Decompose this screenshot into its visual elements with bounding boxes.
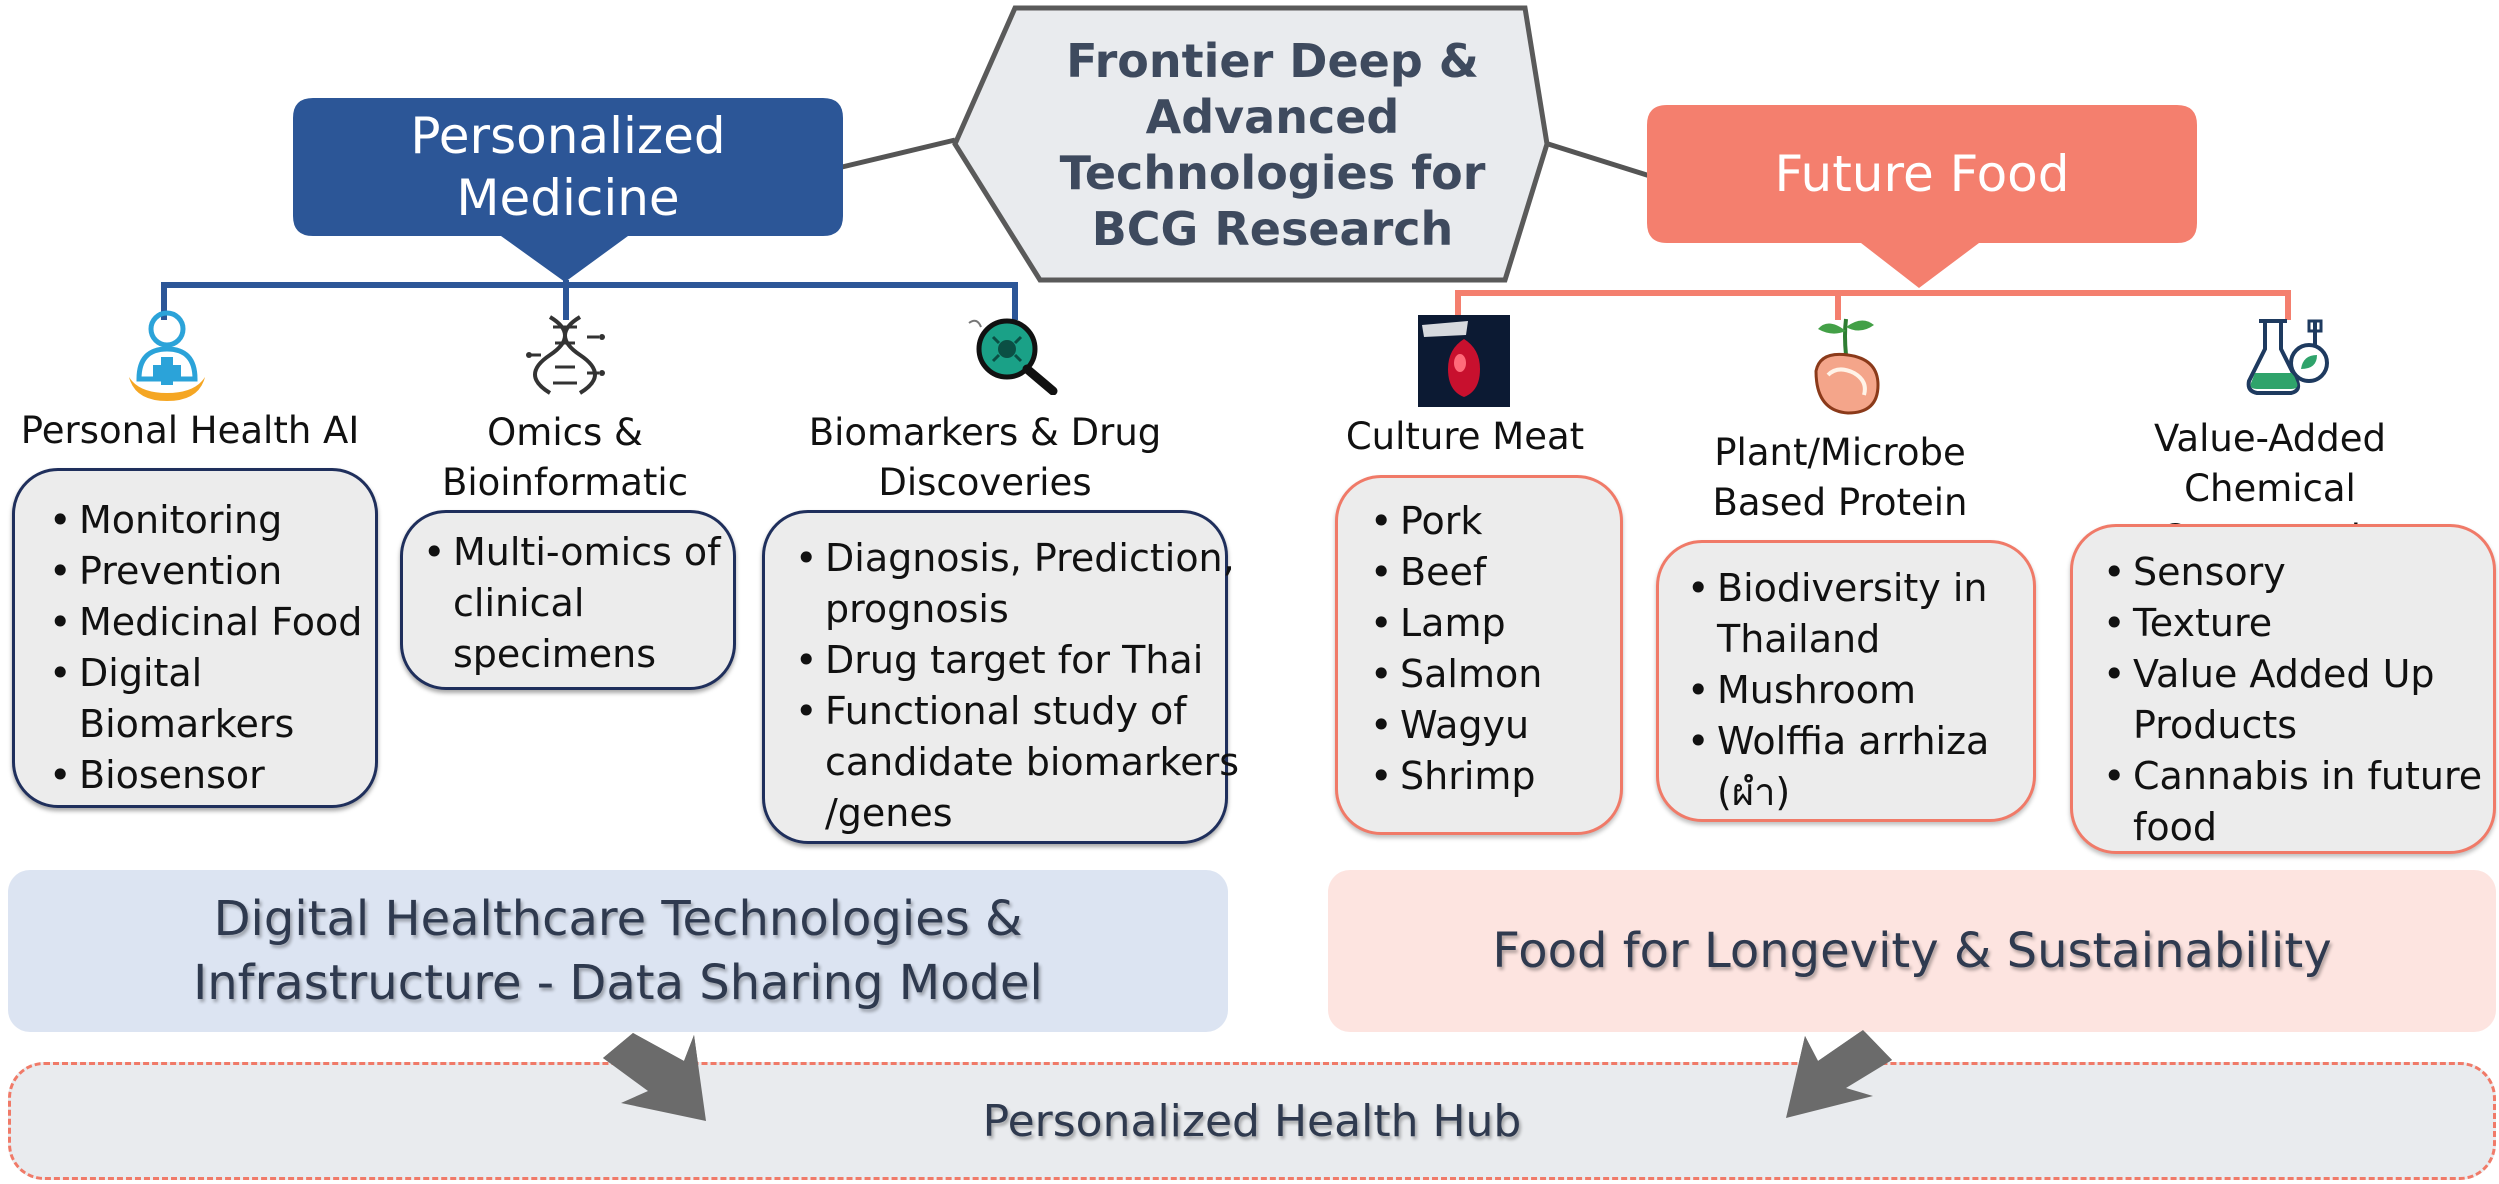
list-item: Lamp xyxy=(1370,598,1610,649)
food-tree-line xyxy=(1455,290,2291,320)
medicine-header: Personalized Medicine xyxy=(410,107,726,227)
connector-center-medicine xyxy=(841,137,956,170)
food-header-shape xyxy=(1647,105,2197,288)
list-item: Beef xyxy=(1370,547,1610,598)
band-digital-healthcare: Digital Healthcare Technologies & Infras… xyxy=(8,870,1228,1032)
plant-protein-icon xyxy=(1814,318,1880,415)
list-item: Drug target for Thai xyxy=(795,635,1215,686)
connector-center-food xyxy=(1544,140,1651,179)
chemistry-leaf-icon xyxy=(2246,319,2329,395)
list-item: Biosensor xyxy=(49,750,365,801)
list-item: Functional study of candidate biomarkers… xyxy=(795,686,1245,839)
list-item: Wagyu xyxy=(1370,700,1610,751)
card-value-added: Sensory Texture Value Added Up Products … xyxy=(2070,524,2496,854)
column-title-culture-meat: Culture Meat xyxy=(1345,415,1585,458)
card-plant-protein: Biodiversity in Thailand Mushroom Wolffi… xyxy=(1656,540,2036,822)
center-hexagon xyxy=(952,5,1550,283)
list-item: Texture xyxy=(2103,598,2483,649)
list-item: Monitoring xyxy=(49,495,365,546)
column-title-personal-health-ai: Personal Health AI xyxy=(20,409,360,452)
meat-culture-icon xyxy=(1418,315,1510,407)
center-title: Frontier Deep & Advanced Technologies fo… xyxy=(1059,34,1486,256)
list-item: Multi-omics of clinical specimens xyxy=(423,527,743,680)
list-item: Mushroom xyxy=(1687,665,2023,716)
list-item: Prevention xyxy=(49,546,365,597)
dna-icon xyxy=(526,315,605,395)
list-item: Sensory xyxy=(2103,547,2483,598)
column-title-omics: Omics & Bioinformatic xyxy=(441,411,689,504)
card-personal-health-ai: Monitoring Prevention Medicinal Food Dig… xyxy=(12,468,378,808)
band-food-longevity: Food for Longevity & Sustainability xyxy=(1328,870,2496,1032)
medicine-header-shape xyxy=(293,98,843,282)
column-title-biomarkers: Biomarkers & Drug Discoveries xyxy=(808,411,1162,504)
list-item: Medicinal Food xyxy=(49,597,365,648)
health-person-icon xyxy=(129,310,205,401)
food-header: Future Food xyxy=(1774,145,2070,203)
list-item: Cannabis in future food xyxy=(2103,751,2499,853)
list-item: Digital Biomarkers xyxy=(49,648,294,750)
list-item: Shrimp xyxy=(1370,751,1610,802)
list-item: Value Added Up Products xyxy=(2103,649,2463,751)
list-item: Wolffia arrhiza (ผำ) xyxy=(1687,716,2027,818)
list-item: Salmon xyxy=(1370,649,1610,700)
personalized-health-hub: Personalized Health Hub xyxy=(8,1062,2496,1180)
list-item: Diagnosis, Prediction, prognosis xyxy=(795,533,1245,635)
magnifier-virus-icon xyxy=(968,318,1058,395)
list-item: Pork xyxy=(1370,496,1610,547)
medicine-tree-line xyxy=(161,282,1018,320)
card-omics: Multi-omics of clinical specimens xyxy=(400,510,736,690)
card-culture-meat: Pork Beef Lamp Salmon Wagyu Shrimp xyxy=(1335,475,1623,835)
list-item: Biodiversity in Thailand xyxy=(1687,563,2017,665)
column-title-plant-protein: Plant/Microbe Based Protein xyxy=(1712,431,1968,524)
card-biomarkers: Diagnosis, Prediction, prognosis Drug ta… xyxy=(762,510,1239,844)
